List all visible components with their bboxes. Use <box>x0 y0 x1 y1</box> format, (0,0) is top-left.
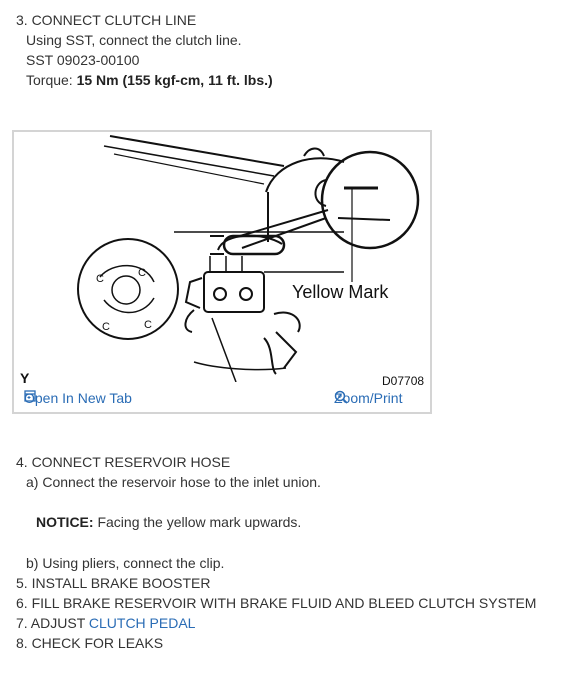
step-7: 7. ADJUST CLUTCH PEDAL <box>16 615 195 632</box>
torque-label: Torque: <box>26 72 73 88</box>
step-3-instruction: Using SST, connect the clutch line. <box>26 32 242 48</box>
figure-code: D07708 <box>382 374 425 388</box>
figure-corner-letter: Y <box>20 370 30 386</box>
zoom-print-link[interactable]: Zoom/Print <box>334 390 402 406</box>
step-4-title: 4. CONNECT RESERVOIR HOSE <box>16 454 231 470</box>
step-3-title: 3. CONNECT CLUTCH LINE <box>16 12 197 28</box>
gauge-letter-4: C <box>144 319 152 331</box>
zoom-print-label: Zoom/Print <box>334 390 403 406</box>
step-4-sub-a: a) Connect the reservoir hose to the inl… <box>26 474 321 490</box>
torque-value: 15 Nm (155 kgf-cm, 11 ft. lbs.) <box>76 72 273 88</box>
step-8: 8. CHECK FOR LEAKS <box>16 635 164 651</box>
yellow-mark-callout: Yellow Mark <box>292 282 389 302</box>
open-in-new-tab-label: Open In New Tab <box>24 390 132 406</box>
illustration-figure: C C C C Yellow Mark Y D07708 Open In New… <box>12 130 432 414</box>
clutch-line-illustration: C C C C <box>77 135 420 382</box>
open-new-tab-icon <box>24 390 36 402</box>
open-in-new-tab-link[interactable]: Open In New Tab <box>24 390 132 406</box>
notice-text: Facing the yellow mark upwards. <box>97 514 302 530</box>
step-4-sub-b: b) Using pliers, connect the clip. <box>26 555 225 571</box>
gauge-letter-3: C <box>102 321 110 333</box>
step-5: 5. INSTALL BRAKE BOOSTER <box>16 575 211 591</box>
step-4-notice: NOTICE: Facing the yellow mark upwards. <box>36 514 301 531</box>
zoom-magnifier-icon <box>334 390 348 404</box>
gauge-letter-2: C <box>138 267 146 279</box>
step-6: 6. FILL BRAKE RESERVOIR WITH BRAKE FLUID… <box>16 595 537 611</box>
clutch-pedal-link[interactable]: CLUTCH PEDAL <box>88 615 196 631</box>
gauge-letter-1: C <box>96 273 104 285</box>
step-3-sst: SST 09023-00100 <box>26 52 140 68</box>
step-7-prefix: 7. ADJUST <box>16 615 85 631</box>
step-3-torque: Torque: 15 Nm (155 kgf-cm, 11 ft. lbs.) <box>26 72 273 89</box>
notice-label: NOTICE: <box>36 514 94 530</box>
